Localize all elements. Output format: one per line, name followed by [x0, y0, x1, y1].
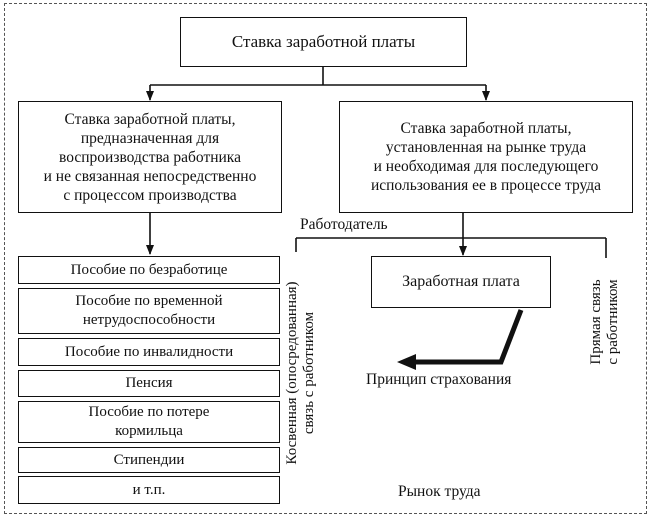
benefit-temporary-disability: Пособие по временной нетрудоспособности	[18, 288, 280, 334]
market-rate-box: Ставка заработной платы, установленная н…	[339, 101, 633, 213]
wage-text: Заработная плата	[402, 273, 520, 290]
wage-box: Заработная плата	[371, 256, 551, 308]
indirect-link-label: Косвенная (опосредованная) связь с работ…	[284, 281, 317, 465]
benefit-disability: Пособие по инвалидности	[18, 338, 280, 366]
benefit-etc: и т.п.	[18, 476, 280, 504]
benefit-survivor: Пособие по потере кормильца	[18, 401, 280, 443]
reproduction-rate-text: Ставка заработной платы, предназначенная…	[43, 110, 257, 204]
wage-rate-box: Ставка заработной платы	[180, 17, 467, 67]
employer-label: Работодатель	[300, 216, 388, 233]
wage-rate-title: Ставка заработной платы	[231, 32, 416, 51]
diagram-frame	[4, 3, 647, 514]
market-rate-text: Ставка заработной платы, установленная н…	[370, 120, 602, 194]
reproduction-rate-box: Ставка заработной платы, предназначенная…	[18, 101, 282, 213]
insurance-arrow-head	[397, 354, 416, 370]
benefit-unemployment: Пособие по безработице	[18, 256, 280, 284]
insurance-arrow-shaft	[412, 309, 524, 365]
benefit-stipend: Стипендии	[18, 447, 280, 473]
labor-market-label: Рынок труда	[398, 483, 481, 500]
benefit-pension: Пенсия	[18, 370, 280, 397]
insurance-principle-label: Принцип страхования	[366, 371, 512, 388]
direct-link-label: Прямая связь с работником	[588, 279, 621, 365]
